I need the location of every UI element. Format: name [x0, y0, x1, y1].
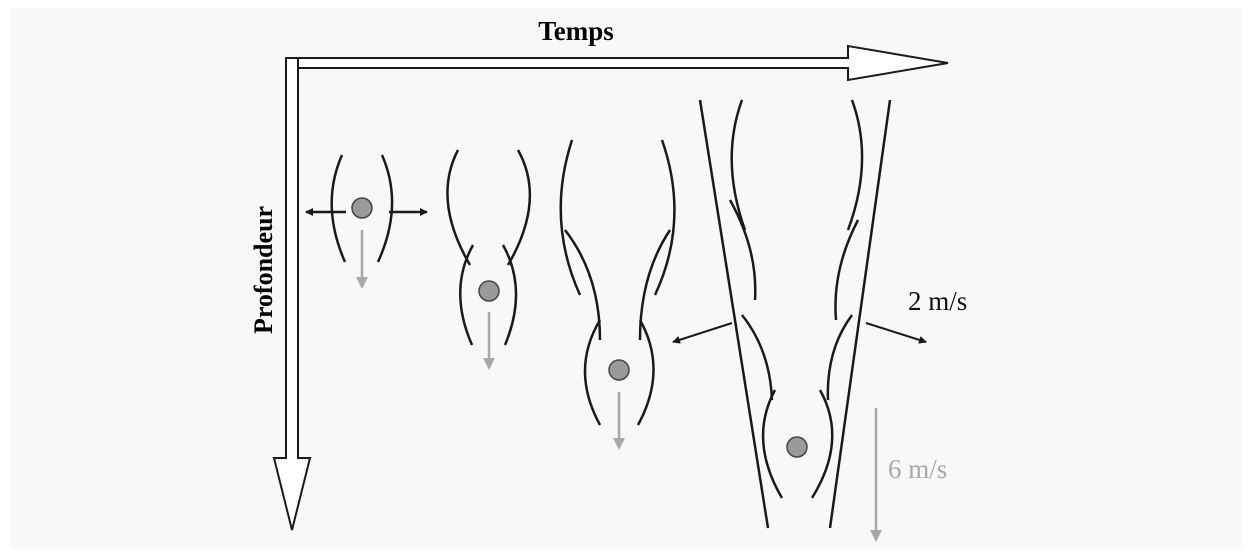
stage-4-particle [787, 437, 807, 457]
lateral-arrow-right [866, 323, 926, 342]
stage-2-particle [479, 281, 499, 301]
stage-3-front [561, 140, 675, 425]
stage-4-front [700, 100, 890, 528]
time-axis-label: Temps [538, 16, 614, 46]
stage-3-particle [609, 360, 629, 380]
lateral-arrow-left [673, 323, 732, 342]
depth-axis-label: Profondeur [249, 206, 278, 334]
time-axis-arrow [286, 46, 948, 80]
lateral-speed-label: 2 m/s [908, 286, 967, 316]
depth-axis-arrow [274, 58, 310, 530]
stage-1-particle [352, 198, 372, 218]
vertical-speed-label: 6 m/s [888, 454, 947, 484]
